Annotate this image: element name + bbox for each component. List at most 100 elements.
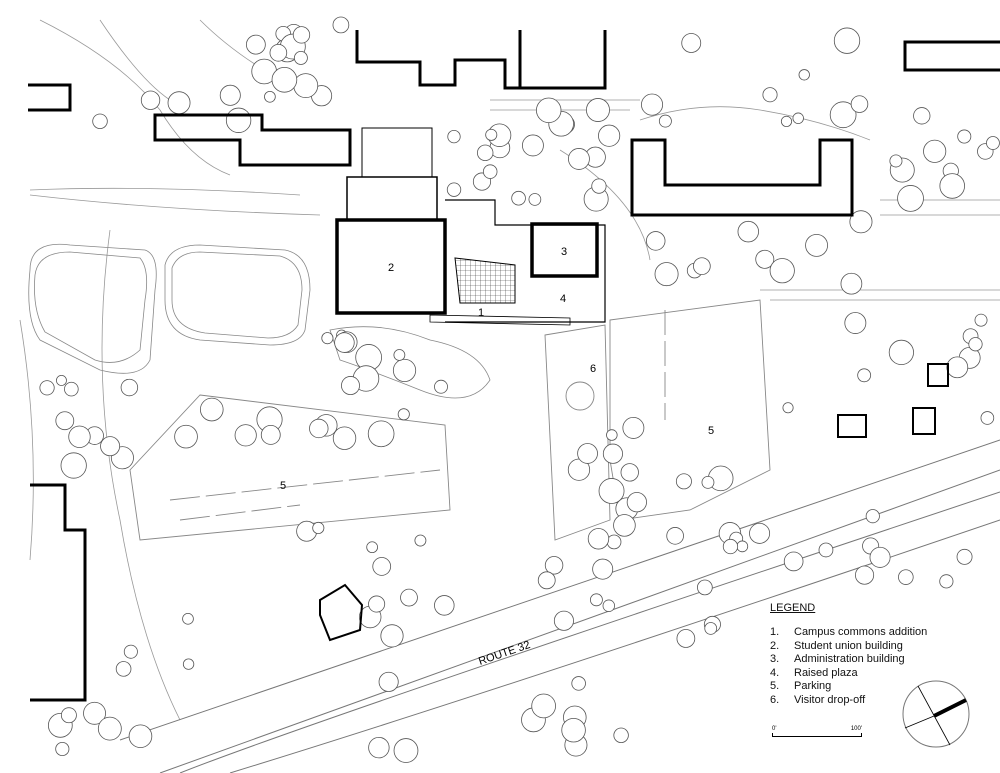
legend-text: Administration building (794, 653, 905, 665)
parking-lots (129, 299, 771, 541)
tree (434, 595, 455, 616)
tree (840, 272, 863, 295)
tree (414, 534, 427, 547)
tree (666, 527, 684, 545)
tree (561, 717, 586, 743)
tree (446, 182, 462, 197)
tree (400, 588, 418, 607)
tree (606, 534, 622, 550)
tree (602, 599, 615, 612)
tree (55, 411, 75, 431)
tree (722, 538, 739, 555)
tree (829, 101, 857, 129)
tree (140, 90, 161, 110)
scale-end: 100' (850, 726, 862, 732)
student-union-building (335, 218, 447, 315)
tree (602, 443, 623, 464)
tree (174, 424, 198, 449)
tree (312, 521, 325, 534)
buildings (28, 30, 1000, 702)
tree (332, 16, 350, 34)
north-arrow-icon (902, 680, 970, 748)
tree (598, 124, 621, 147)
tree (392, 358, 417, 383)
tree (372, 557, 392, 576)
tree (869, 546, 891, 568)
scale-start: 0' (772, 726, 777, 732)
tree (292, 26, 311, 44)
tree (97, 716, 122, 741)
legend-item: 1.Campus commons addition (770, 626, 927, 640)
tree (676, 629, 696, 648)
tree (571, 676, 586, 691)
tree (367, 420, 395, 448)
label-administration: 3 (561, 246, 567, 258)
tree (587, 528, 610, 550)
tree (167, 91, 191, 115)
tree (626, 492, 647, 513)
tree (654, 262, 679, 287)
tree (482, 164, 498, 179)
tree (511, 190, 526, 206)
tree (60, 707, 77, 724)
tree (586, 98, 610, 122)
tree (798, 69, 810, 81)
tree (334, 332, 355, 353)
tree (182, 612, 194, 625)
tree (577, 443, 598, 464)
tree (762, 87, 778, 103)
ponds (28, 243, 491, 399)
label-route-32: ROUTE 32 (477, 639, 532, 668)
tree (755, 249, 775, 269)
legend-num: 2. (770, 639, 780, 652)
tree (219, 84, 241, 106)
tree (613, 514, 636, 537)
tree (199, 397, 224, 422)
tree (568, 148, 590, 170)
tree (913, 107, 931, 125)
legend-num: 4. (770, 666, 780, 679)
tree (888, 339, 914, 365)
trees (39, 16, 1000, 763)
tree (120, 378, 139, 397)
tree (269, 44, 288, 62)
tree (598, 478, 625, 504)
tree (366, 541, 378, 554)
tree (645, 231, 666, 251)
tree (591, 178, 607, 194)
legend-text: Raised plaza (794, 666, 858, 679)
tree (341, 376, 360, 396)
administration-building (530, 222, 599, 278)
tree (974, 313, 988, 327)
tree (332, 426, 357, 450)
tree (681, 33, 702, 53)
tree (39, 380, 55, 396)
tree (553, 610, 574, 631)
tree (293, 50, 308, 65)
legend-text: Campus commons addition (794, 626, 928, 638)
legend-item: 6.Visitor drop-off (770, 694, 927, 708)
tree (115, 661, 132, 677)
legend-num: 5. (770, 680, 780, 692)
tree (245, 34, 266, 55)
tree (397, 408, 410, 421)
tree (658, 114, 672, 128)
legend-text: Visitor drop-off (794, 693, 866, 706)
tree (805, 233, 828, 257)
tree (92, 113, 108, 129)
tree (100, 436, 121, 457)
tree (537, 571, 556, 590)
tree (128, 724, 153, 749)
tree (957, 129, 972, 144)
tree (536, 97, 562, 124)
tree (749, 522, 771, 544)
tree (123, 644, 138, 659)
tree (293, 73, 319, 99)
legend-text: Parking (794, 680, 832, 692)
tree (613, 727, 629, 743)
tree (736, 540, 749, 553)
tree (55, 374, 67, 386)
label-raised-plaza: 4 (560, 293, 566, 305)
tree (434, 379, 448, 394)
